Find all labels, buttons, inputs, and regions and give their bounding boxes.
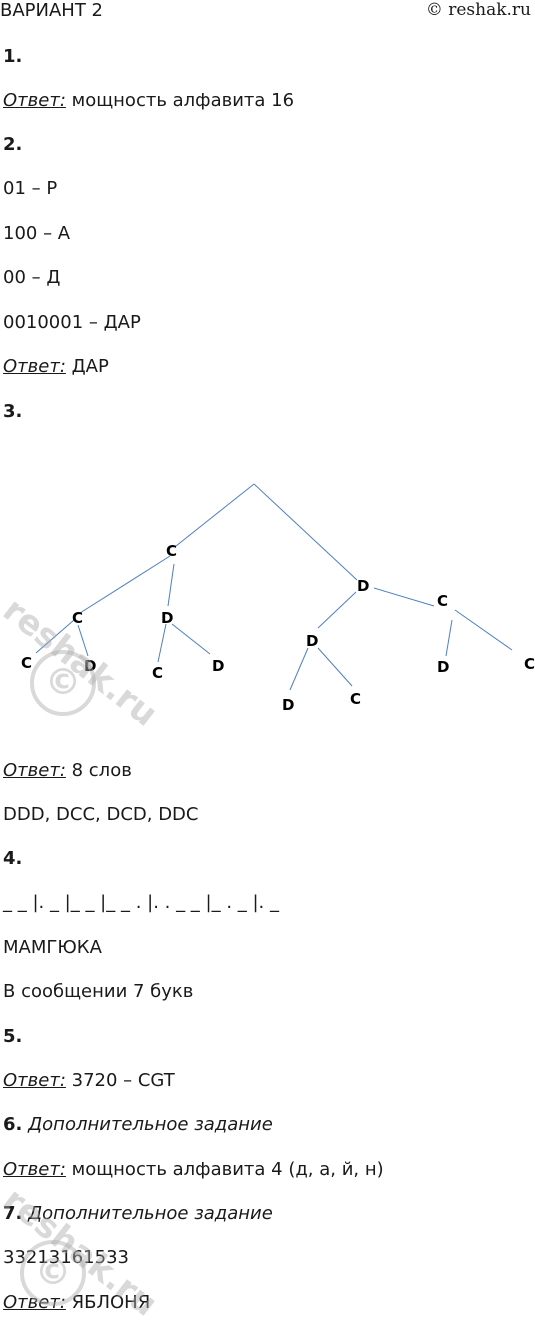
tree-edge <box>317 647 353 687</box>
tree-edge <box>454 609 513 651</box>
task-6-title: Дополнительное задание <box>28 1114 273 1135</box>
code-line: 100 – А <box>3 223 71 244</box>
variant-title: ВАРИАНТ 2 <box>0 0 103 21</box>
code-tree-diagram: C D C C D D C D C D C D C D <box>21 483 535 714</box>
answer-label: Ответ: <box>3 760 66 781</box>
task-7-number: 7. <box>3 1203 23 1224</box>
task-5-number: 5. <box>3 1026 23 1047</box>
tree-node: C <box>72 609 83 627</box>
tree-node: C <box>350 690 361 708</box>
answer-label: Ответ: <box>3 1292 66 1313</box>
letter-count-note: В сообщении 7 букв <box>3 981 194 1002</box>
task-1-answer: Ответ: мощность алфавита 16 <box>3 90 294 112</box>
task-6-number: 6. <box>3 1114 23 1135</box>
tree-node: C <box>166 542 177 560</box>
tree-edge <box>373 587 435 607</box>
answer-text: мощность алфавита 16 <box>65 90 295 111</box>
task-7-code: 33213161533 <box>3 1247 129 1268</box>
tree-node: D <box>161 609 173 627</box>
task-7-heading: 7. Дополнительное задание <box>3 1203 273 1225</box>
tree-edge <box>171 623 211 655</box>
tree-edge <box>35 619 75 654</box>
answer-text: ДАР <box>65 356 109 377</box>
code-line: 01 – Р <box>3 178 58 199</box>
task-6-answer: Ответ: мощность алфавита 4 (д, а, й, н) <box>3 1159 384 1181</box>
decoded-word: МАМГЮКА <box>3 937 102 958</box>
answer-text: 8 слов <box>65 760 132 781</box>
task-6-heading: 6. Дополнительное задание <box>3 1114 273 1136</box>
task-3-answer: Ответ: 8 слов <box>3 760 132 782</box>
tree-node: D <box>306 632 318 650</box>
task-3-number: 3. <box>3 401 23 422</box>
tree-edge <box>77 624 89 657</box>
answer-text: 3720 – CGT <box>65 1070 175 1091</box>
word-list: DDD, DCC, DCD, DDC <box>3 804 199 825</box>
tree-edge <box>157 623 167 663</box>
tree-edge <box>317 591 357 629</box>
tree-edge <box>253 483 358 581</box>
tree-edge <box>289 647 309 691</box>
task-4-number: 4. <box>3 848 23 869</box>
task-7-answer: Ответ: ЯБЛОНЯ <box>3 1292 150 1314</box>
answer-text: мощность алфавита 4 (д, а, й, н) <box>65 1159 384 1180</box>
tree-edge <box>79 555 171 614</box>
answer-label: Ответ: <box>3 90 66 111</box>
code-line: 0010001 – ДАР <box>3 312 141 333</box>
tree-node: D <box>84 657 96 675</box>
task-1-number: 1. <box>3 46 23 67</box>
task-2-number: 2. <box>3 134 23 155</box>
tree-edge <box>167 563 175 607</box>
source-label: © reshak.ru <box>425 0 531 20</box>
code-line: 00 – Д <box>3 267 61 288</box>
tree-node: D <box>437 658 449 676</box>
answer-label: Ответ: <box>3 356 66 377</box>
task-7-title: Дополнительное задание <box>28 1203 273 1224</box>
answer-label: Ответ: <box>3 1070 66 1091</box>
tree-node: D <box>212 657 224 675</box>
tree-node: D <box>282 696 294 714</box>
tree-node: C <box>21 654 32 672</box>
task-2-answer: Ответ: ДАР <box>3 356 109 378</box>
tree-node: C <box>524 655 535 673</box>
answer-text: ЯБЛОНЯ <box>65 1292 151 1313</box>
tree-edge <box>445 619 453 657</box>
morse-code: _ _ |. _ |_ _ |_ _ . |. . _ _ |_ . _ |. … <box>3 892 279 913</box>
tree-node: C <box>152 664 163 682</box>
tree-node: D <box>357 577 369 595</box>
task-5-answer: Ответ: 3720 – CGT <box>3 1070 175 1092</box>
tree-node: C <box>437 592 448 610</box>
answer-label: Ответ: <box>3 1159 66 1180</box>
tree-edge <box>175 483 255 547</box>
